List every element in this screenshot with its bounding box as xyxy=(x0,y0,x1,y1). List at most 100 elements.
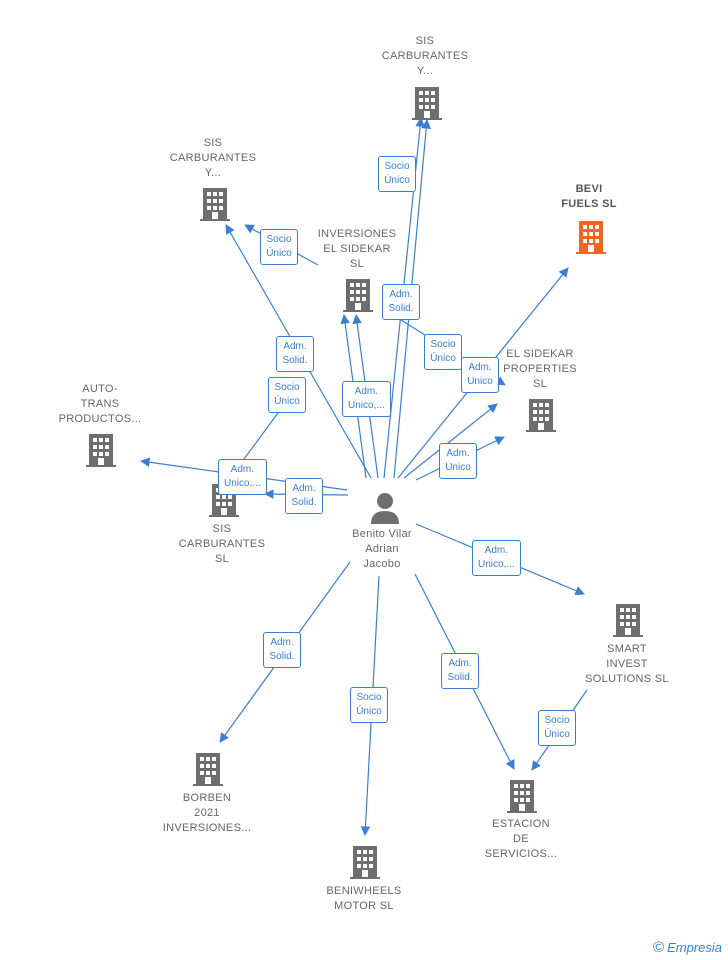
label-line: BEVI xyxy=(575,183,603,195)
label-line: AUTO- xyxy=(82,383,118,395)
relation-badge[interactable]: Adm. Unico xyxy=(461,357,499,393)
badge-line: Único xyxy=(274,396,300,407)
label-line: INVEST xyxy=(606,658,648,670)
brand-logo: ©Empresia xyxy=(653,939,722,956)
badge-line: Adm. xyxy=(354,386,379,397)
label-line: SMART xyxy=(607,643,647,655)
label-line: PROPERTIES xyxy=(503,363,577,375)
label-line: SL xyxy=(214,553,230,565)
badge-line: Socio xyxy=(430,339,456,350)
badge-line: Adm. xyxy=(389,289,413,300)
badge-line: Socio xyxy=(544,715,570,726)
label-line: TRANS xyxy=(80,398,120,410)
relation-badge[interactable]: Adm.Unico,... xyxy=(342,381,391,417)
badge-line: Solid. xyxy=(447,672,473,683)
node-label-smart[interactable]: SMART INVEST SOLUTIONS SL xyxy=(567,642,687,687)
badge-line: Unico xyxy=(445,462,471,473)
node-label-auto-trans[interactable]: AUTO- TRANS PRODUCTOS... xyxy=(40,382,160,427)
building-icon[interactable] xyxy=(193,752,223,786)
building-icon-highlight[interactable] xyxy=(576,220,606,254)
relation-badge[interactable]: Adm. Unico,... xyxy=(218,459,267,495)
badge-line: Unico,... xyxy=(224,478,261,489)
label-line: INVERSIONES... xyxy=(162,822,252,834)
label-line: FUELS SL xyxy=(561,198,617,210)
label-line: SL xyxy=(349,258,365,270)
label-line: SIS xyxy=(203,137,223,149)
label-line: Y... xyxy=(204,167,222,179)
node-label-sis-top[interactable]: SIS CARBURANTES Y... xyxy=(365,34,485,79)
node-label-sis-left[interactable]: SIS CARBURANTES Y... xyxy=(153,136,273,181)
building-icon[interactable] xyxy=(86,433,116,467)
badge-line: Unico xyxy=(467,376,493,387)
person-icon[interactable] xyxy=(370,492,400,524)
label-line: INVERSIONES xyxy=(317,228,397,240)
badge-line: Solid. xyxy=(269,651,295,662)
badge-line: Adm. xyxy=(292,483,316,494)
relation-edge xyxy=(403,403,498,479)
copyright-icon: © xyxy=(653,939,665,956)
brand-name: Empresia xyxy=(667,940,722,955)
label-line: Benito Vilar xyxy=(352,528,412,540)
relation-badge[interactable]: Adm.Solid. xyxy=(285,478,323,514)
relation-badge[interactable]: Adm.Unico,... xyxy=(472,540,521,576)
label-line: BORBEN xyxy=(182,792,232,804)
edges xyxy=(140,117,588,836)
node-label-bevi[interactable]: BEVI FUELS SL xyxy=(529,182,649,212)
badge-line: Adm. xyxy=(468,362,492,373)
label-line: CARBURANTES xyxy=(178,538,266,550)
label-line: Y... xyxy=(416,65,434,77)
building-icon[interactable] xyxy=(412,86,442,120)
badge-line: Único xyxy=(266,248,292,259)
label-line: SIS xyxy=(415,35,435,47)
building-icon[interactable] xyxy=(526,398,556,432)
badge-line: Único xyxy=(384,175,410,186)
relation-badge[interactable]: Adm.Solid. xyxy=(263,632,301,668)
label-line: PRODUCTOS... xyxy=(58,413,142,425)
label-line: BENIWHEELS xyxy=(326,885,402,897)
badge-line: Adm. xyxy=(230,464,255,475)
label-line: MOTOR SL xyxy=(334,900,394,912)
badge-line: Solid. xyxy=(388,303,414,314)
building-icon[interactable] xyxy=(200,187,230,221)
badge-line: Socio xyxy=(266,234,292,245)
badge-line: Socio xyxy=(356,692,382,703)
node-label-inversiones[interactable]: INVERSIONES EL SIDEKAR SL xyxy=(297,227,417,272)
badge-line: Único xyxy=(544,729,570,740)
node-label-beniwheels[interactable]: BENIWHEELS MOTOR SL xyxy=(304,884,424,914)
label-line: Adrian xyxy=(365,543,399,555)
badge-line: Solid. xyxy=(282,355,308,366)
building-icon[interactable] xyxy=(613,603,643,637)
relation-badge[interactable]: Adm. Solid. xyxy=(382,284,420,320)
building-icon[interactable] xyxy=(350,845,380,879)
label-line: CARBURANTES xyxy=(169,152,257,164)
badge-line: Socio xyxy=(274,382,300,393)
building-icon[interactable] xyxy=(343,278,373,312)
label-line: 2021 xyxy=(194,807,220,819)
label-line: SERVICIOS... xyxy=(484,848,558,860)
label-line: SOLUTIONS SL xyxy=(585,673,669,685)
label-line: EL SIDEKAR xyxy=(323,243,391,255)
label-line: Jacobo xyxy=(363,558,401,570)
badge-line: Adm. xyxy=(448,658,472,669)
building-icon[interactable] xyxy=(507,779,537,813)
badge-line: Unico,... xyxy=(478,559,515,570)
label-line: CARBURANTES xyxy=(381,50,469,62)
badge-line: Adm. xyxy=(446,448,470,459)
badge-line: Único xyxy=(356,706,382,717)
relation-badge[interactable]: Adm. Unico xyxy=(439,443,477,479)
badge-line: Único xyxy=(430,353,456,364)
relation-badge[interactable]: Adm. Solid. xyxy=(441,653,479,689)
relation-badge[interactable]: Adm.Solid. xyxy=(276,336,314,372)
